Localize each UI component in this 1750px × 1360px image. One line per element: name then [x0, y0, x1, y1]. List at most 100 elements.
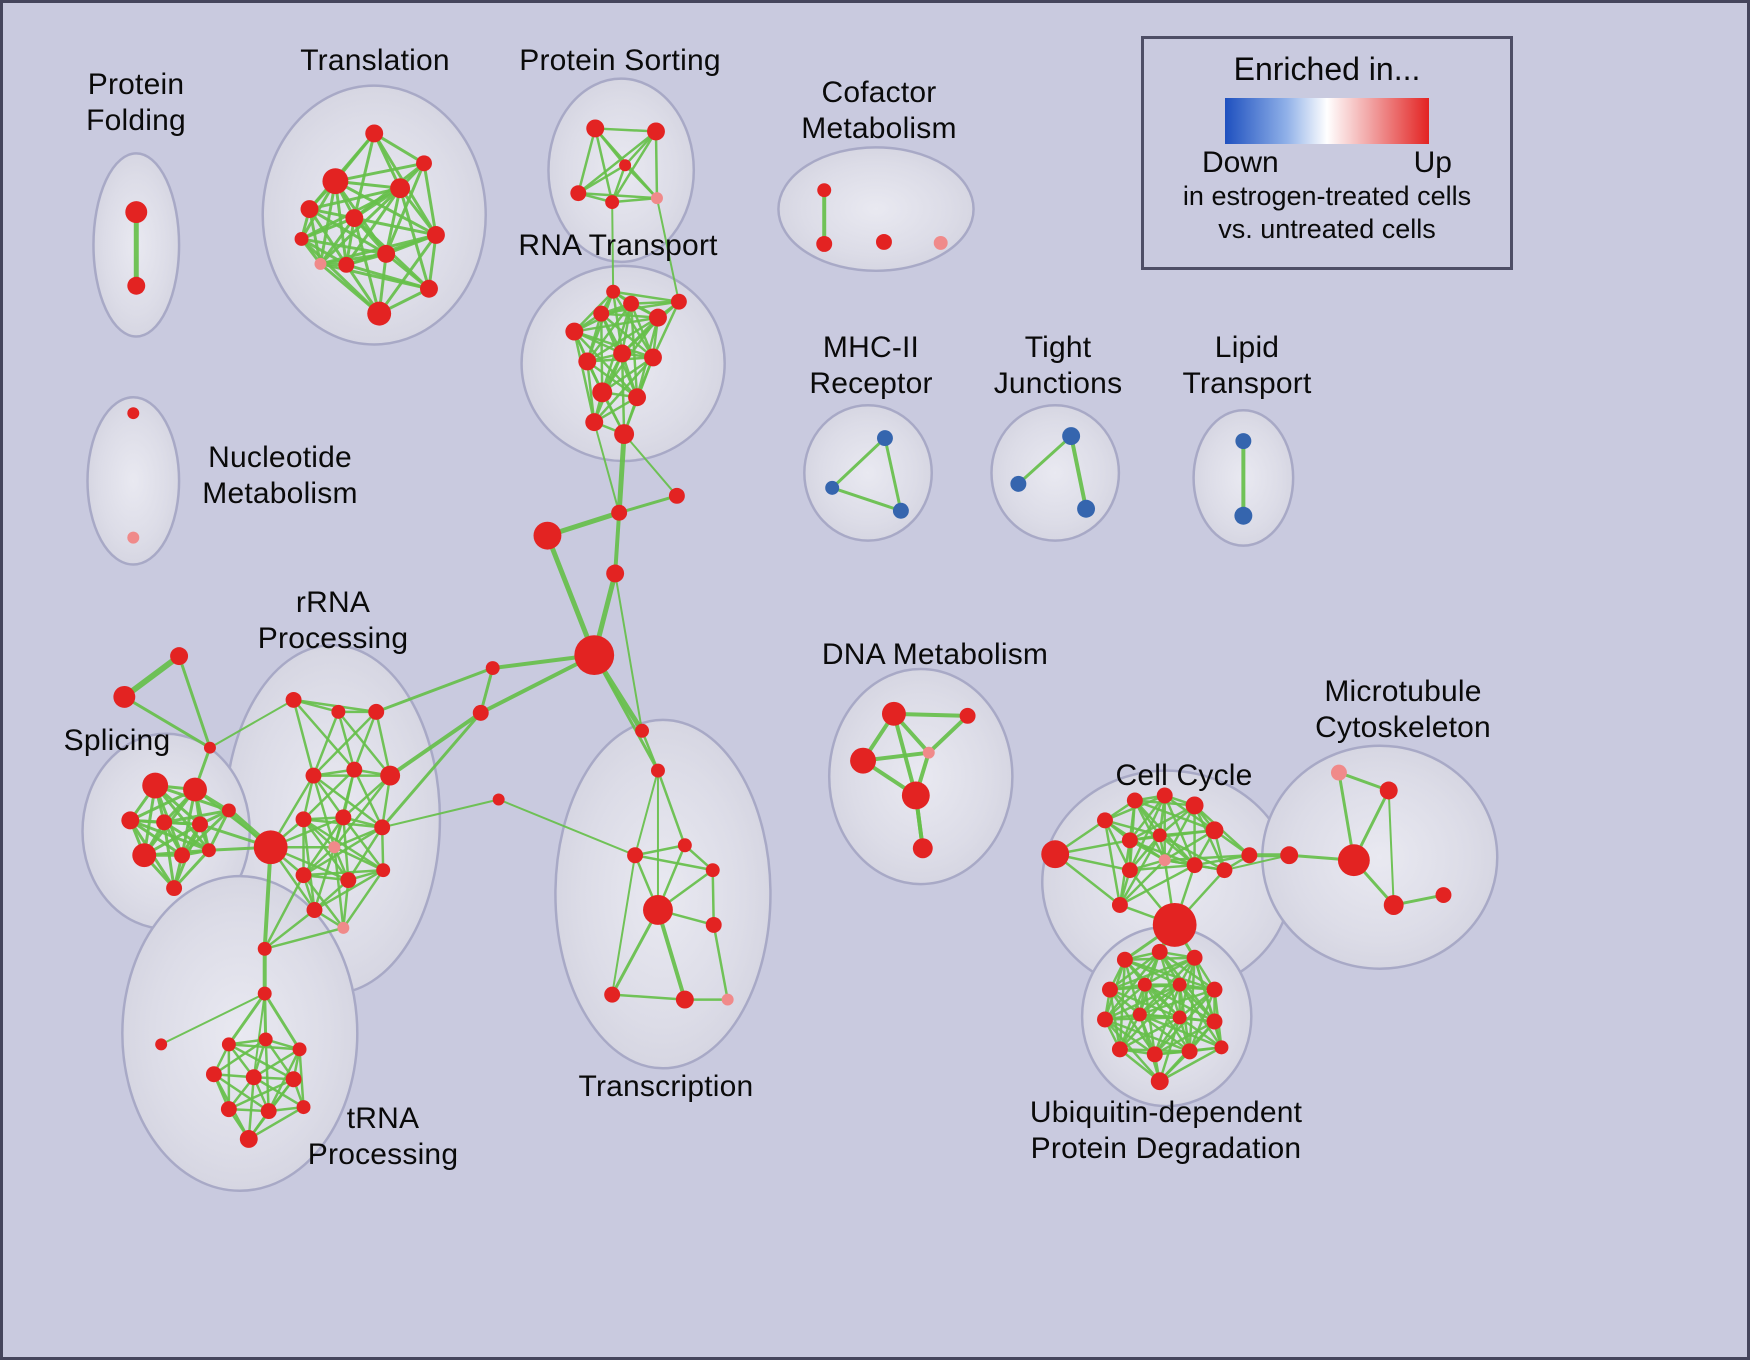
- network-edge: [263, 873, 305, 951]
- network-node: [1205, 821, 1224, 840]
- network-edge: [577, 127, 597, 195]
- network-node: [472, 704, 489, 721]
- network-edge: [586, 316, 660, 363]
- network-node: [606, 564, 625, 583]
- network-edge: [577, 191, 659, 200]
- network-node: [127, 276, 146, 295]
- network-node: [1097, 812, 1113, 829]
- network-node: [1185, 796, 1204, 815]
- network-node: [1172, 1010, 1187, 1025]
- network-edge: [312, 710, 340, 777]
- network-edge: [263, 908, 316, 951]
- network-edge: [122, 695, 212, 750]
- network-node: [613, 344, 632, 363]
- network-edge: [1118, 983, 1181, 1051]
- network-edge: [1158, 1046, 1223, 1083]
- network-edge: [544, 533, 597, 658]
- network-edge: [656, 769, 687, 847]
- network-edge: [600, 356, 655, 394]
- network-edge: [247, 1075, 255, 1141]
- network-node: [322, 168, 349, 195]
- network-node: [627, 847, 644, 864]
- network-edge: [388, 710, 483, 778]
- network-node: [166, 880, 183, 897]
- network-edge: [1193, 853, 1251, 867]
- network-edge: [577, 130, 658, 195]
- cluster-ellipse-cofactor-metabolism: [777, 146, 975, 273]
- network-node: [647, 122, 665, 141]
- network-node: [670, 293, 687, 310]
- network-edge: [353, 768, 384, 829]
- network-node: [1146, 1046, 1163, 1063]
- network-node: [578, 352, 597, 371]
- network-node: [876, 430, 893, 447]
- network-edge: [344, 186, 402, 267]
- network-edge: [381, 798, 500, 829]
- network-edge: [427, 233, 438, 291]
- cluster-label-rna-transport: RNA Transport: [518, 229, 718, 262]
- network-edge: [1118, 863, 1196, 907]
- network-edge: [1158, 1016, 1181, 1083]
- network-node: [1337, 844, 1370, 877]
- network-node: [345, 209, 364, 228]
- network-node: [374, 819, 391, 836]
- network-node: [328, 841, 341, 854]
- network-edge: [654, 130, 659, 200]
- cluster-label-trna: tRNA Processing: [307, 1102, 459, 1171]
- network-node: [201, 843, 216, 858]
- network-node: [1383, 895, 1404, 915]
- network-edge: [616, 431, 627, 516]
- network-node: [1435, 887, 1452, 904]
- network-edge: [610, 908, 660, 997]
- network-node: [1111, 897, 1128, 913]
- network-node: [1077, 499, 1096, 518]
- network-node: [1116, 951, 1133, 968]
- network-node: [1137, 977, 1152, 992]
- network-node: [1158, 854, 1171, 867]
- network-edge: [252, 1048, 301, 1079]
- network-node: [485, 661, 500, 676]
- network-node: [705, 863, 720, 878]
- network-edge: [372, 131, 426, 165]
- network-edge: [655, 197, 680, 303]
- network-edge: [1138, 988, 1216, 1016]
- network-node: [901, 781, 930, 810]
- network-edge: [162, 808, 231, 824]
- network-edge: [623, 433, 678, 497]
- cluster-label-microtubule: Microtubule Cytoskeleton: [1315, 675, 1491, 744]
- cluster-ellipse-transcription: [554, 718, 772, 1070]
- network-edge: [227, 1077, 295, 1111]
- network-node: [221, 803, 236, 818]
- network-edge: [610, 196, 659, 204]
- network-edge: [292, 698, 356, 771]
- network-node: [1126, 792, 1143, 809]
- network-node: [335, 809, 352, 826]
- network-node: [314, 257, 327, 270]
- network-edge: [1138, 1013, 1223, 1049]
- network-edge: [573, 330, 596, 424]
- network-node: [295, 811, 312, 828]
- network-node: [1097, 1011, 1113, 1028]
- network-node: [721, 993, 734, 1006]
- network-node: [922, 746, 935, 759]
- cluster-label-dna-metabolism: DNA Metabolism: [821, 638, 1049, 671]
- cluster-label-protein-sorting: Protein Sorting: [519, 44, 721, 77]
- cluster-ellipse-mhc-ii-receptor: [803, 403, 933, 542]
- network-edge: [318, 233, 438, 266]
- network-edge: [711, 868, 715, 927]
- network-edge: [610, 130, 658, 204]
- network-edge: [333, 826, 384, 849]
- network-node: [306, 902, 323, 918]
- network-edge: [227, 1043, 295, 1081]
- network-node: [337, 921, 350, 934]
- network-edge: [121, 653, 183, 700]
- network-edge: [1138, 1013, 1191, 1053]
- network-edge: [611, 201, 615, 293]
- network-edge: [1118, 983, 1147, 1051]
- network-edge: [313, 868, 385, 912]
- network-node: [592, 382, 613, 403]
- network-edge: [263, 992, 268, 1041]
- network-edge: [384, 186, 402, 256]
- network-edge: [592, 653, 660, 773]
